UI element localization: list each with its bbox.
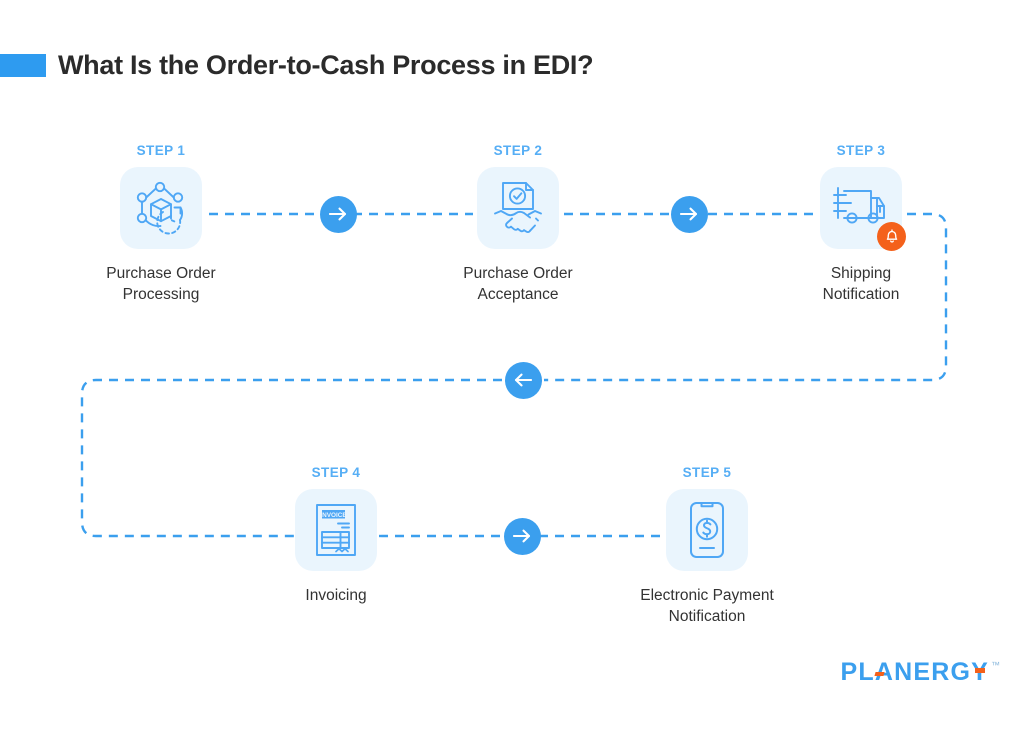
title-bullet-square <box>0 53 46 77</box>
logo-text-label: PLANERGY <box>840 658 989 686</box>
step-caption-1: Purchase Order Processing <box>106 265 216 304</box>
arrow-button-1-2[interactable] <box>319 195 357 233</box>
arrow-button-4-5[interactable] <box>503 517 541 555</box>
invoice-document-icon: INVOICE <box>316 504 356 556</box>
arrow-button-2-3[interactable] <box>670 195 708 233</box>
step-caption-4: Invoicing <box>305 587 367 604</box>
arrow-right-icon <box>513 529 531 543</box>
step-label-2: STEP 2 <box>493 143 543 158</box>
bell-icon <box>886 229 897 243</box>
arrow-button-3-4[interactable] <box>504 361 542 399</box>
delivery-truck-icon <box>833 187 885 224</box>
logo-trademark: ™ <box>991 660 1000 670</box>
step-node-2[interactable]: STEP 2 Purchase Order Acceptance <box>418 143 618 305</box>
step-icon-tile-3 <box>820 167 906 251</box>
step-icon-tile-2 <box>477 167 559 249</box>
page-title-row: What Is the Order-to-Cash Process in EDI… <box>0 40 594 90</box>
step-label-5: STEP 5 <box>682 465 732 480</box>
arrow-right-icon <box>680 207 698 221</box>
step-caption-2: Purchase Order Acceptance <box>463 265 573 304</box>
logo-accent-a <box>874 672 886 676</box>
step-icon-tile-1 <box>120 167 202 249</box>
document-check-handshake-icon <box>494 182 542 233</box>
invoice-label-text: INVOICE <box>320 512 347 519</box>
planergy-logo: PLANERGY ™ <box>840 658 1000 687</box>
step-label-3: STEP 3 <box>836 143 886 158</box>
page-title: What Is the Order-to-Cash Process in EDI… <box>58 49 594 80</box>
step-caption-3: Shipping Notification <box>822 265 900 304</box>
notification-badge <box>877 222 906 251</box>
step-node-3[interactable]: STEP 3 Shipping Not <box>761 143 961 305</box>
step-caption-5: Electronic Payment Notification <box>640 587 774 626</box>
step-icon-tile-5 <box>666 489 748 571</box>
step-icon-tile-4: INVOICE <box>295 489 377 571</box>
step-node-5[interactable]: STEP 5 Electronic Payment Notification <box>607 465 807 627</box>
logo-wordmark: PLANERGY <box>840 658 989 687</box>
network-box-clock-icon <box>136 181 184 235</box>
step-node-1[interactable]: STEP 1 Purchase Order Processing <box>61 143 261 305</box>
arrow-right-icon <box>329 207 347 221</box>
smartphone-dollar-icon <box>690 502 724 558</box>
logo-accent-g <box>975 668 985 673</box>
step-node-4[interactable]: STEP 4 INVOICE Invoicing <box>236 465 436 606</box>
arrow-left-icon <box>514 373 532 387</box>
step-label-4: STEP 4 <box>311 465 361 480</box>
step-label-1: STEP 1 <box>136 143 186 158</box>
